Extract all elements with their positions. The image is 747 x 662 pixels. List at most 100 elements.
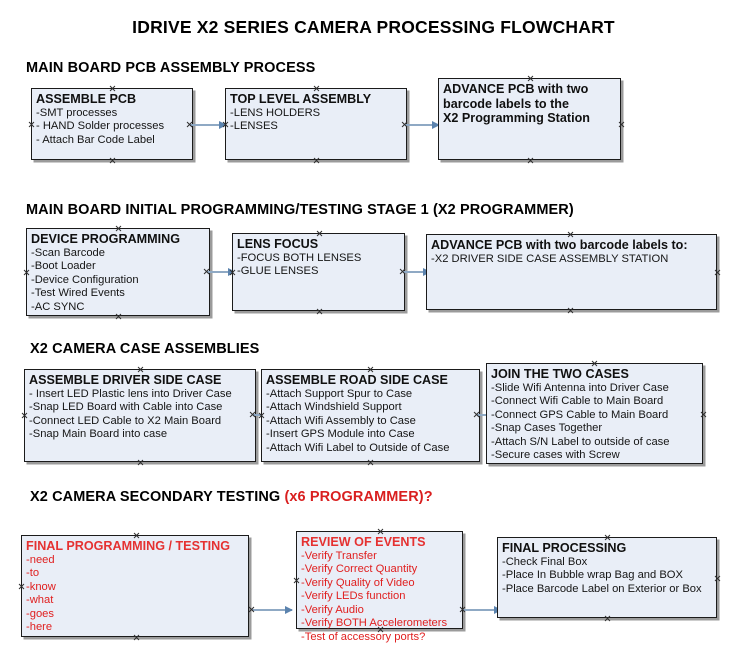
connection-handle-bottom[interactable] [316, 308, 323, 315]
connection-handle-left[interactable] [23, 269, 30, 276]
connection-handle-right[interactable] [714, 269, 721, 276]
arrow-head-icon [432, 120, 440, 129]
node-lens-focus[interactable]: LENS FOCUS -FOCUS BOTH LENSES -GLUE LENS… [232, 233, 405, 311]
node-line: -Attach Wifi Label to Outside of Case [266, 441, 450, 454]
node-line: -Secure cases with Screw [491, 449, 620, 462]
connection-handle-left[interactable] [293, 577, 300, 584]
connection-handle-bottom[interactable] [367, 459, 374, 466]
node-line: -LENS HOLDERS [230, 106, 321, 119]
node-line: -Attach S/N Label to outside of case [491, 435, 670, 448]
node-title: ADVANCE PCB with two [443, 82, 589, 96]
section-heading-2-text: MAIN BOARD INITIAL PROGRAMMING/TESTING S… [26, 202, 574, 218]
connection-handle-top[interactable] [367, 366, 374, 373]
node-title: ADVANCE PCB with two barcode labels to: [431, 238, 688, 252]
node-line: -Attach Support Spur to Case [266, 387, 413, 400]
node-line: -Snap Main Board into case [29, 428, 168, 441]
connection-handle-left[interactable] [21, 412, 28, 419]
node-assemble-pcb[interactable]: ASSEMBLE PCB -SMT processes - HAND Solde… [31, 88, 193, 160]
node-top-level-assembly[interactable]: TOP LEVEL ASSEMBLY -LENS HOLDERS -LENSES [225, 88, 407, 160]
node-line: -Place Barcode Label on Exterior or Box [502, 582, 702, 595]
connection-handle-top[interactable] [137, 366, 144, 373]
node-advance-pcb-1[interactable]: ADVANCE PCB with two barcode labels to t… [438, 78, 621, 160]
node-title: JOIN THE TWO CASES [491, 367, 629, 381]
node-line: -Connect LED Cable to X2 Main Board [29, 414, 222, 427]
node-line: -know [26, 580, 56, 593]
node-review-of-events[interactable]: REVIEW OF EVENTS -Verify Transfer -Verif… [293, 528, 463, 643]
connection-handle-bottom[interactable] [527, 157, 534, 164]
node-title: FINAL PROGRAMMING / TESTING [26, 539, 231, 553]
node-line: - Attach Bar Code Label [36, 133, 155, 146]
node-title-line-3: X2 Programming Station [443, 111, 590, 125]
node-title: LENS FOCUS [237, 237, 319, 251]
node-assemble-road-side-case[interactable]: ASSEMBLE ROAD SIDE CASE -Attach Support … [261, 369, 480, 462]
arrow-head-icon [219, 120, 227, 129]
node-line: -Verify Transfer [301, 549, 377, 562]
node-line: -X2 DRIVER SIDE CASE ASSEMBLY STATION [431, 252, 669, 265]
connection-handle-top[interactable] [604, 534, 611, 541]
node-line: -what [26, 594, 54, 607]
node-line: -Attach Windshield Support [266, 401, 402, 414]
connection-handle-top[interactable] [567, 231, 574, 238]
section-heading-1-text: MAIN BOARD PCB ASSEMBLY PROCESS [26, 60, 316, 76]
section-heading-4-accent: (x6 PROGRAMMER)? [284, 489, 433, 505]
connection-handle-top[interactable] [133, 532, 140, 539]
arrow-head-icon [285, 605, 293, 614]
node-line: -Device Configuration [31, 273, 139, 286]
connection-handle-top[interactable] [313, 85, 320, 92]
node-line: -SMT processes [36, 106, 118, 119]
node-line: -Connect Wifi Cable to Main Board [491, 395, 664, 408]
node-line: -AC SYNC [31, 300, 85, 313]
connection-handle-bottom[interactable] [313, 157, 320, 164]
node-title: FINAL PROCESSING [502, 541, 627, 555]
connector-2a [207, 267, 236, 276]
connection-handle-bottom[interactable] [109, 157, 116, 164]
connector-4b [463, 605, 502, 614]
section-heading-3-text: X2 CAMERA CASE ASSEMBLIES [30, 341, 260, 357]
node-line: -Snap Cases Together [491, 422, 603, 435]
node-title-line-2: barcode labels to the [443, 96, 569, 111]
section-heading-2: MAIN BOARD INITIAL PROGRAMMING/TESTING S… [26, 202, 574, 218]
connection-handle-right[interactable] [700, 411, 707, 418]
node-line: -Check Final Box [502, 555, 588, 568]
node-final-processing[interactable]: FINAL PROCESSING -Check Final Box -Place… [497, 537, 717, 618]
connection-handle-bottom[interactable] [567, 307, 574, 314]
node-line: -Verify Quality of Video [301, 576, 415, 589]
node-join-the-two-cases[interactable]: JOIN THE TWO CASES -Slide Wifi Antenna i… [486, 363, 703, 464]
node-line: -Scan Barcode [31, 246, 106, 259]
connection-handle-right[interactable] [618, 121, 625, 128]
connection-handle-top[interactable] [377, 528, 384, 535]
node-final-programming-testing[interactable]: FINAL PROGRAMMING / TESTING -need -to -k… [21, 535, 249, 637]
connection-handle-top[interactable] [591, 360, 598, 367]
node-device-programming[interactable]: DEVICE PROGRAMMING -Scan Barcode -Boot L… [26, 228, 210, 316]
node-line: -to [26, 567, 40, 580]
connection-handle-bottom[interactable] [604, 615, 611, 622]
node-line: -here [26, 621, 53, 634]
node-line: -Slide Wifi Antenna into Driver Case [491, 381, 669, 394]
node-line: -Verify BOTH Accelerometers [301, 617, 448, 630]
connector-4a [252, 605, 293, 614]
node-title: REVIEW OF EVENTS [301, 535, 426, 549]
node-line: -need [26, 553, 55, 566]
node-title: ASSEMBLE PCB [36, 92, 137, 106]
node-line: -Verify Audio [301, 603, 364, 616]
connection-handle-right[interactable] [714, 575, 721, 582]
node-line: -Place In Bubble wrap Bag and BOX [502, 569, 683, 582]
node-line: -GLUE LENSES [237, 265, 319, 278]
node-line: -Boot Loader [31, 260, 96, 273]
connection-handle-left[interactable] [28, 121, 35, 128]
connector-1a [190, 120, 227, 129]
node-line: - HAND Solder processes [36, 120, 165, 133]
node-line: -Insert GPS Module into Case [266, 428, 415, 441]
connection-handle-top[interactable] [115, 225, 122, 232]
connection-handle-top[interactable] [527, 75, 534, 82]
node-title: ASSEMBLE DRIVER SIDE CASE [29, 373, 222, 387]
section-heading-1: MAIN BOARD PCB ASSEMBLY PROCESS [26, 60, 315, 76]
node-assemble-driver-side-case[interactable]: ASSEMBLE DRIVER SIDE CASE - Insert LED P… [24, 369, 256, 462]
connection-handle-bottom[interactable] [137, 459, 144, 466]
connection-handle-top[interactable] [109, 85, 116, 92]
node-advance-pcb-2[interactable]: ADVANCE PCB with two barcode labels to: … [426, 234, 717, 310]
node-title: ASSEMBLE ROAD SIDE CASE [266, 373, 448, 387]
connection-handle-top[interactable] [316, 230, 323, 237]
connection-handle-left[interactable] [18, 583, 25, 590]
